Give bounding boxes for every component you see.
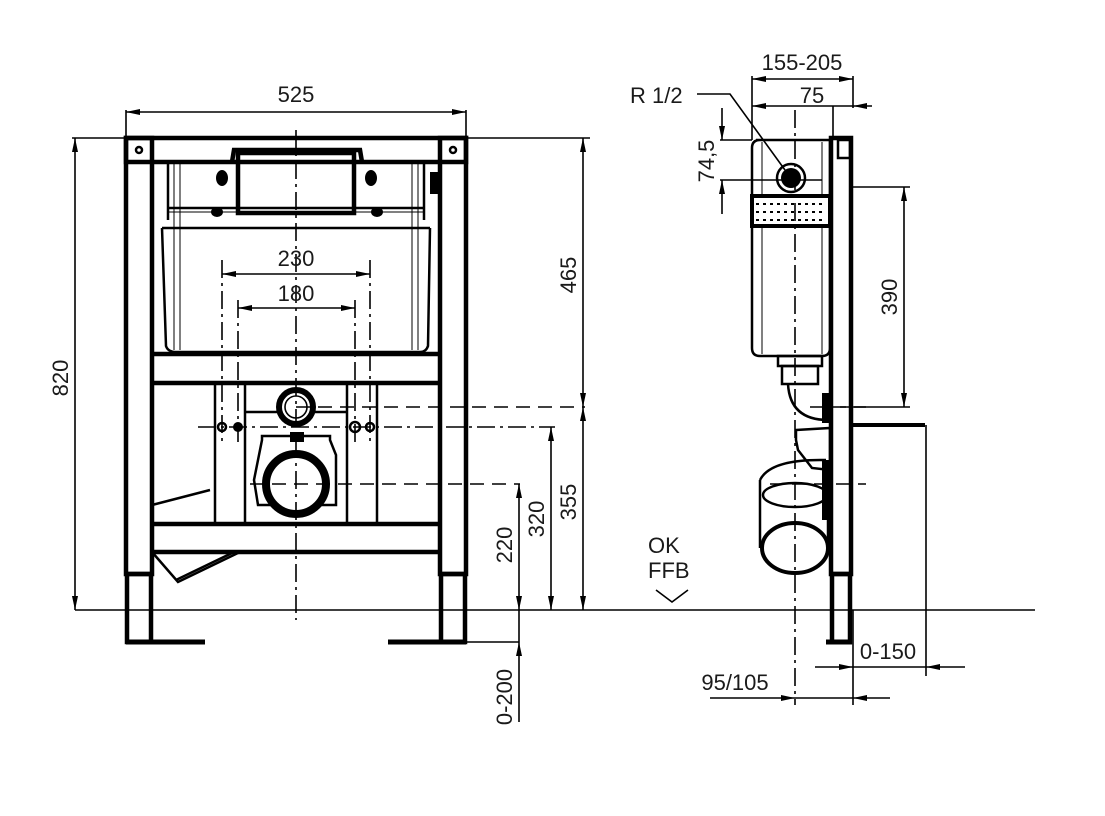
dim-bolt-height: 320 xyxy=(524,501,549,538)
front-dimensions: 525 820 230 180 465 355 320 220 0-200 xyxy=(48,82,590,725)
dim-total-height: 820 xyxy=(48,360,73,397)
dim-leg-extension: 0-200 xyxy=(492,669,517,725)
dim-tank-height: 465 xyxy=(556,257,581,294)
label-connection-r12: R 1/2 xyxy=(630,83,683,108)
dim-outlet-offset: 95/105 xyxy=(701,670,768,695)
floor-label-ffb: FFB xyxy=(648,558,690,583)
dim-frame-width: 525 xyxy=(278,82,315,107)
dim-fixing-inner: 180 xyxy=(278,281,315,306)
floor-label-ok: OK xyxy=(648,533,680,558)
dim-inlet-offset: 75 xyxy=(800,83,824,108)
dim-foot-adjust: 0-150 xyxy=(860,639,916,664)
dim-inlet-height: 355 xyxy=(556,484,581,521)
side-dimensions: 155-205 75 R 1/2 74,5 390 0-150 95/105 xyxy=(630,50,965,705)
dim-inlet-from-top: 74,5 xyxy=(694,140,719,183)
dim-flush-height: 390 xyxy=(877,279,902,316)
floor-reference-label: OK FFB xyxy=(648,533,690,603)
dim-outlet-height: 220 xyxy=(492,527,517,564)
dim-depth-range: 155-205 xyxy=(762,50,843,75)
side-view xyxy=(750,110,925,705)
dim-fixing-outer: 230 xyxy=(278,246,315,271)
front-view xyxy=(123,130,585,645)
